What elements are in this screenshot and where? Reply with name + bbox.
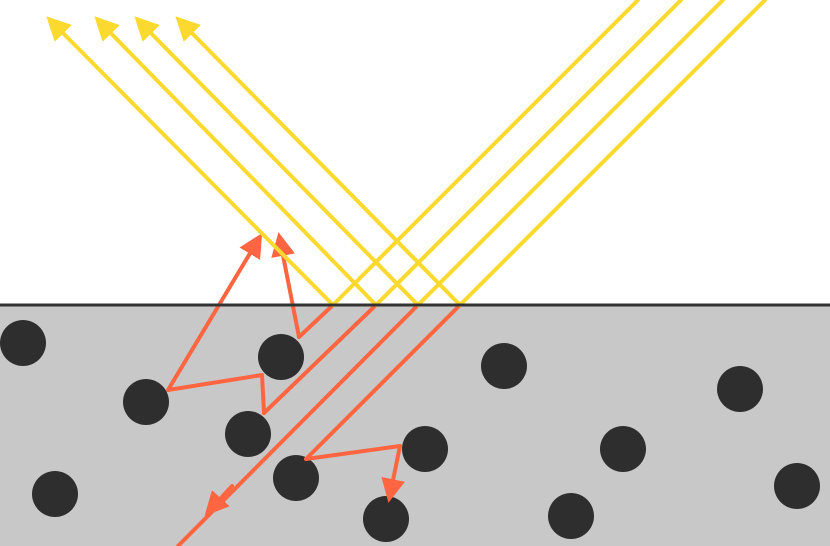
particle <box>774 463 820 509</box>
particle <box>123 379 169 425</box>
refracted-ray <box>297 303 335 339</box>
incident-ray <box>458 0 767 307</box>
particle <box>481 343 527 389</box>
particle <box>32 471 78 517</box>
scattered-path <box>204 484 234 516</box>
reflected-ray <box>134 16 420 307</box>
scattered-path <box>304 444 405 503</box>
particle <box>548 493 594 539</box>
particle <box>225 411 271 457</box>
refracted-ray <box>304 303 462 461</box>
incident-ray <box>374 0 683 307</box>
medium-region <box>0 305 830 546</box>
reflected-ray <box>175 16 462 307</box>
incident-ray <box>416 0 725 307</box>
particle <box>717 366 763 412</box>
incident-ray <box>331 0 640 307</box>
particle <box>600 426 646 472</box>
refracted-ray <box>262 303 378 415</box>
reflected-ray <box>94 16 378 307</box>
reflected-ray <box>46 16 335 307</box>
incident-rays <box>331 0 767 307</box>
particle <box>402 426 448 472</box>
particle <box>363 496 409 542</box>
scattered-path <box>166 233 266 415</box>
particles <box>0 320 820 542</box>
particle <box>258 334 304 380</box>
particle <box>0 320 46 366</box>
particle <box>273 455 319 501</box>
reflected-rays <box>46 16 462 307</box>
